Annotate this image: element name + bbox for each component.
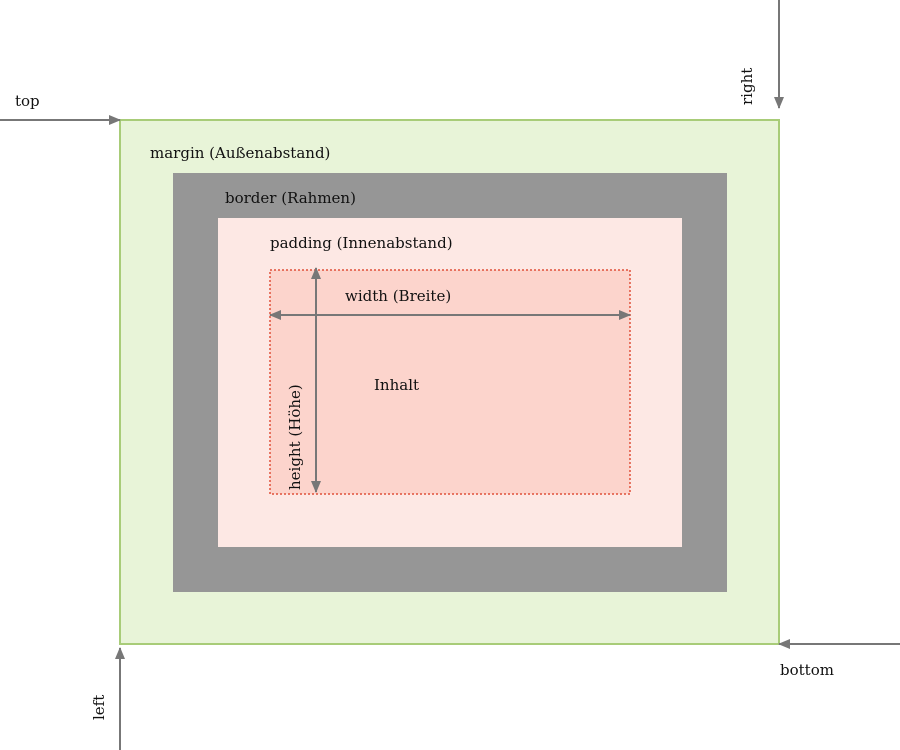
height-label: height (Höhe) xyxy=(286,384,304,490)
padding-label: padding (Innenabstand) xyxy=(270,234,453,252)
border-label: border (Rahmen) xyxy=(225,189,356,207)
left-label: left xyxy=(90,695,108,720)
content-label: Inhalt xyxy=(374,376,419,394)
bottom-label: bottom xyxy=(780,661,834,679)
width-label: width (Breite) xyxy=(345,287,451,305)
margin-label: margin (Außenabstand) xyxy=(150,144,330,162)
top-label: top xyxy=(15,92,40,110)
content-box xyxy=(269,269,631,495)
right-label: right xyxy=(738,68,756,105)
